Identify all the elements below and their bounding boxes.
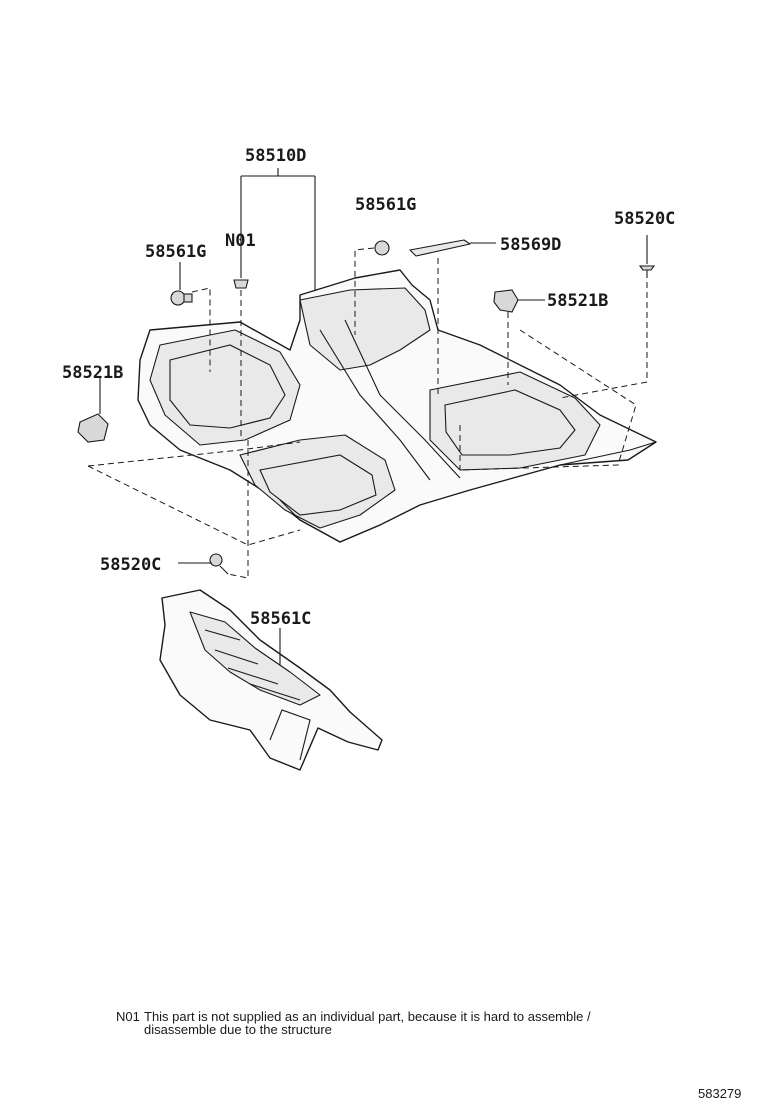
label-58521B-left: 58521B [62,363,123,383]
label-58561G-left: 58561G [145,242,206,262]
clip-58521B-left [77,413,109,443]
screw-58520C-left [209,553,229,575]
label-58561G-top: 58561G [355,195,416,215]
grommet-58561G-left [170,290,193,306]
clip-58521B-right [493,289,519,313]
leader-lines [99,168,648,665]
footnote-text-line-1: This part is not supplied as an individu… [144,1009,591,1024]
figure-number: 583279 [698,1086,742,1101]
grommet-58561G-top [374,240,390,256]
footnote-code: N01 [116,1009,140,1024]
label-N01: N01 [225,231,256,251]
screw-58520C-right [638,265,656,278]
clip-N01 [233,279,249,289]
label-58561C: 58561C [250,609,311,629]
label-58520C-left: 58520C [100,555,161,575]
label-58510D: 58510D [245,146,306,166]
rear-floor-carpet-58561C [159,589,383,771]
label-58521B-right: 58521B [547,291,608,311]
label-58569D: 58569D [500,235,561,255]
label-58520C-right: 58520C [614,209,675,229]
floor-carpet-58510D [137,269,657,543]
dashed-assembly-lines [87,247,648,579]
footnote-text-line-2: disassemble due to the structure [144,1022,332,1037]
bracket-58569D [409,239,471,257]
